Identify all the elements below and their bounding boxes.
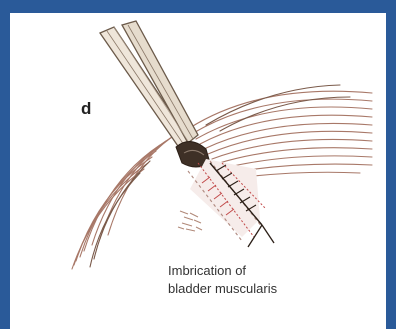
caption-line-2: bladder muscularis <box>168 280 277 298</box>
caption-line-1: Imbrication of <box>168 262 277 280</box>
figure-caption: Imbrication of bladder muscularis <box>168 262 277 298</box>
forceps-icon <box>100 21 210 167</box>
tissue-speckle <box>178 211 202 231</box>
suture-line-icon <box>188 159 274 247</box>
panel-label: d <box>81 99 91 119</box>
illustration-panel: d Imbrication of bladder muscularis <box>10 13 386 329</box>
